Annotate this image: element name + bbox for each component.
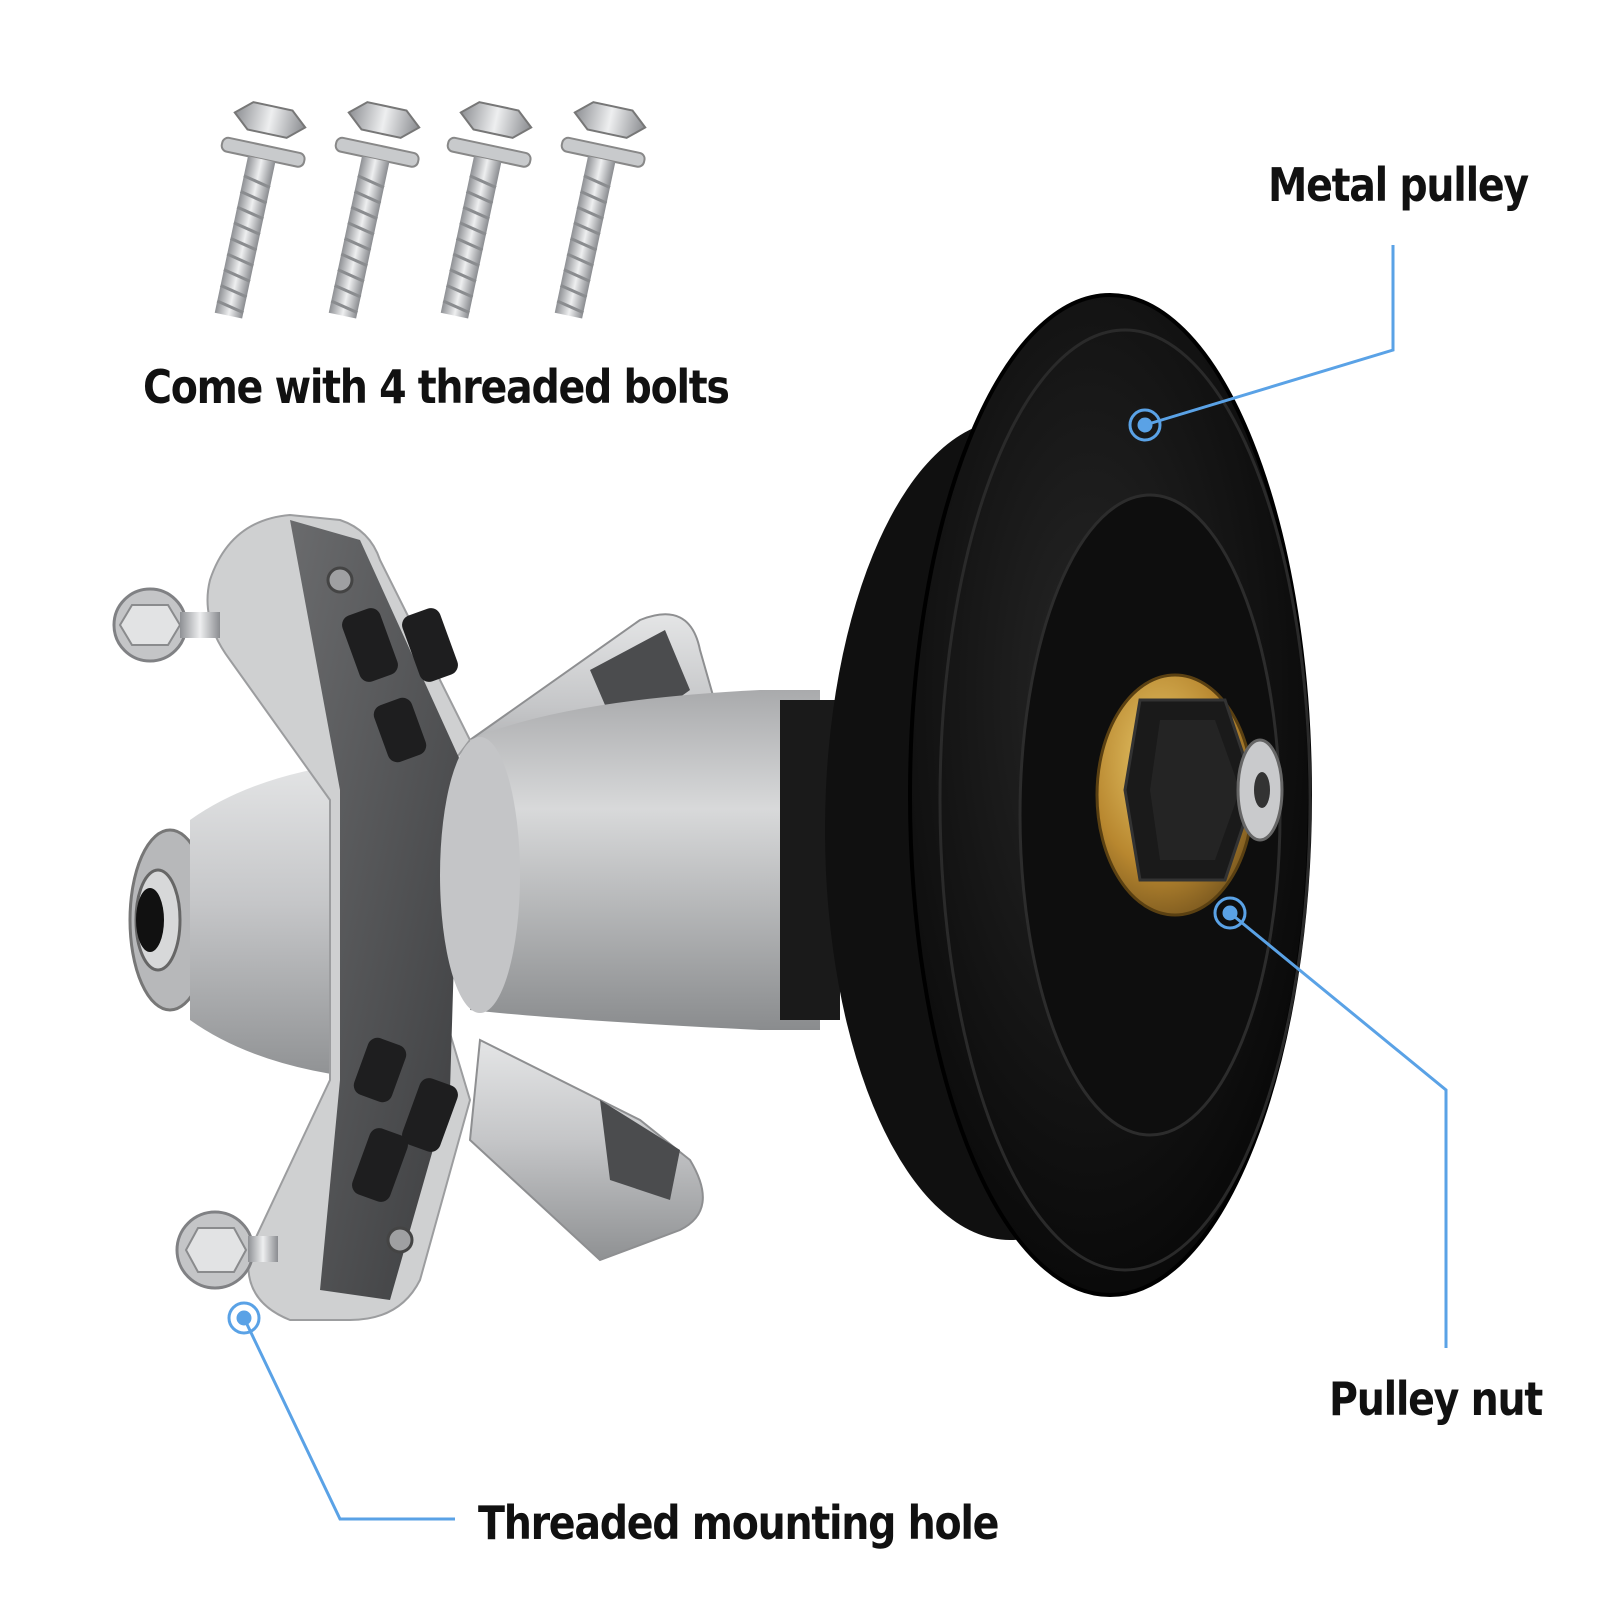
bolt-2 <box>328 101 421 319</box>
mounting-hole-label: Threaded mounting hole <box>478 1496 1000 1550</box>
callout-lines <box>227 245 1448 1521</box>
mount-bolt-top <box>112 587 220 663</box>
metal-pulley-label: Metal pulley <box>1268 158 1529 212</box>
bolt-1 <box>214 101 307 319</box>
callout-line-metal-pulley <box>1144 245 1395 427</box>
pulley-nut <box>1095 673 1284 917</box>
callout-dot-metal-pulley <box>1128 408 1162 442</box>
mount-bolt-bottom <box>175 1210 278 1290</box>
metal-pulley <box>825 293 1312 1297</box>
callout-dot-mounting-hole <box>227 1301 261 1335</box>
spindle-assembly <box>112 513 840 1321</box>
bolts-caption: Come with 4 threaded bolts <box>143 360 730 414</box>
callout-line-pulley-nut <box>1229 911 1448 1348</box>
callout-dot-pulley-nut <box>1213 896 1247 930</box>
bolt-3 <box>440 101 533 319</box>
bolt-4 <box>554 101 647 319</box>
callout-line-mounting-hole <box>242 1317 455 1521</box>
loose-bolts <box>214 101 647 319</box>
pulley-nut-label: Pulley nut <box>1329 1372 1543 1426</box>
